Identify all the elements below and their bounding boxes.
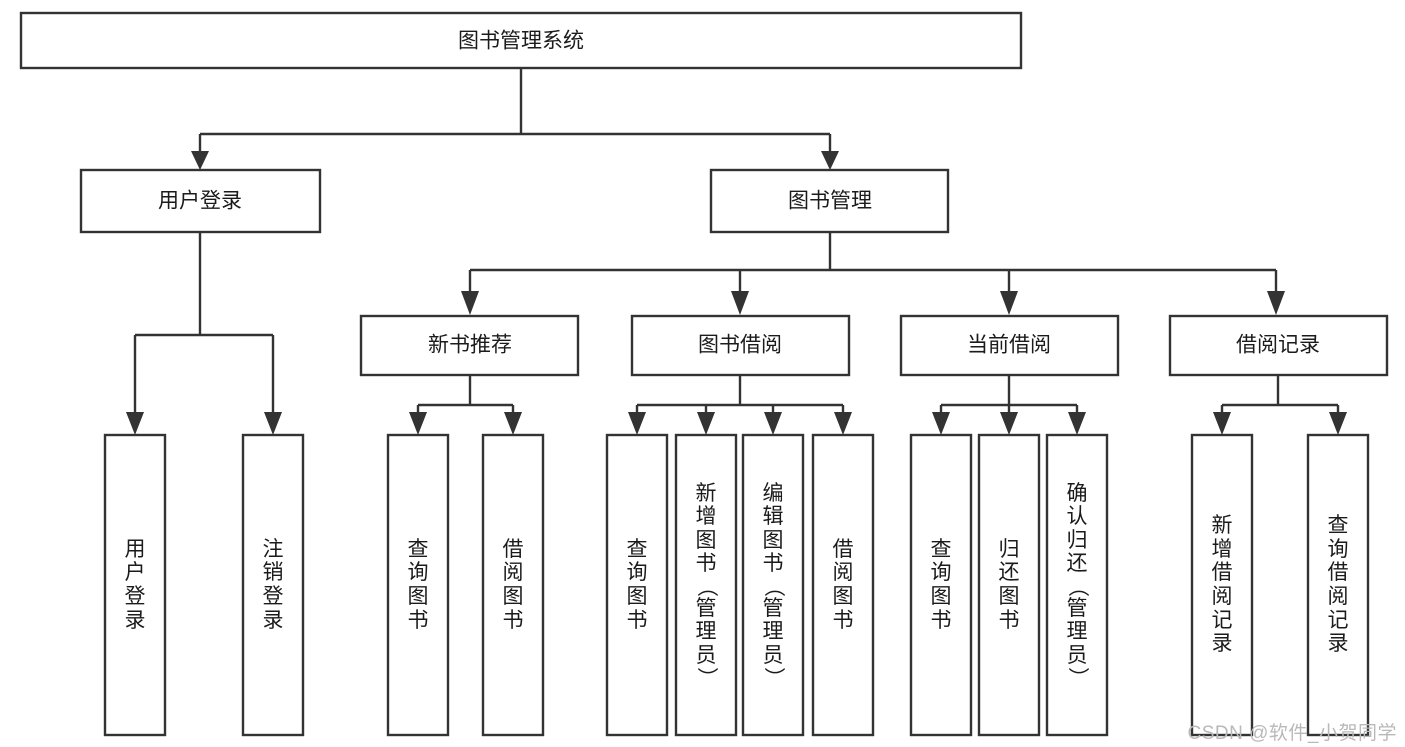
node-borrow-record[interactable]: 借阅记录 [1168,314,1389,377]
arrow-books-to-recommend [461,291,479,315]
leaf-box-borrow-add-book[interactable] [674,433,738,737]
arrow-books-to-borrow [731,291,749,315]
csdn-watermark: CSDN @软件_小贺同学 [1187,723,1397,744]
leaf-box-user-login[interactable] [103,433,167,737]
arrow-record-leaf-1 [1213,412,1231,435]
leaf-box-borrow-borrow-book[interactable] [811,433,875,737]
leaf-box-user-logout[interactable] [241,433,305,737]
node-current-borrow[interactable]: 当前借阅 [899,314,1120,377]
node-user-login-label: 用户登录 [158,190,242,213]
node-new-book-recommend-box[interactable] [359,314,580,377]
arrow-root-to-user [191,151,209,170]
leaf-box-current-return-book[interactable] [977,433,1041,737]
arrow-borrow-leaf-4 [834,412,852,435]
leaf-box-recommend-borrow-book[interactable] [481,433,545,737]
node-current-borrow-box[interactable] [899,314,1120,377]
node-book-manage[interactable]: 图书管理 [709,168,950,234]
node-new-book-recommend-label: 新书推荐 [428,334,512,357]
arrow-root-to-books [821,151,839,170]
node-new-book-recommend[interactable]: 新书推荐 [359,314,580,377]
arrow-user-leaf-2 [264,412,282,435]
node-borrow-record-label: 借阅记录 [1236,334,1320,357]
arrow-current-leaf-2 [1000,412,1018,435]
arrow-borrow-leaf-3 [764,412,782,435]
node-book-borrow-label: 图书借阅 [698,334,782,357]
node-root-box[interactable] [19,11,1023,70]
arrow-current-leaf-3 [1068,412,1086,435]
node-borrow-record-box[interactable] [1168,314,1389,377]
node-root[interactable]: 图书管理系统 [19,11,1023,70]
node-root-label: 图书管理系统 [458,30,584,53]
arrow-recommend-leaf-2 [504,412,522,435]
node-book-manage-box[interactable] [709,168,950,234]
node-user-login[interactable]: 用户登录 [79,168,322,234]
node-book-borrow[interactable]: 图书借阅 [630,314,851,377]
arrow-books-to-record [1267,291,1285,315]
leaf-box-current-confirm-return[interactable] [1045,433,1109,737]
leaf-box-current-query-book[interactable] [909,433,973,737]
arrow-record-leaf-2 [1329,412,1347,435]
leaf-box-record-add[interactable] [1190,433,1254,737]
leaf-box-borrow-edit-book[interactable] [741,433,805,737]
arrow-current-leaf-1 [932,412,950,435]
arrow-borrow-leaf-1 [628,412,646,435]
leaf-box-recommend-query-book[interactable] [386,433,450,737]
leaf-box-borrow-query-book[interactable] [605,433,669,737]
arrow-user-leaf-1 [126,412,144,435]
arrow-books-to-current [1000,291,1018,315]
node-current-borrow-label: 当前借阅 [967,334,1051,357]
arrow-recommend-leaf-1 [409,412,427,435]
leaf-box-record-query[interactable] [1306,433,1370,737]
node-book-manage-label: 图书管理 [788,190,872,213]
node-book-borrow-box[interactable] [630,314,851,377]
arrow-borrow-leaf-2 [697,412,715,435]
